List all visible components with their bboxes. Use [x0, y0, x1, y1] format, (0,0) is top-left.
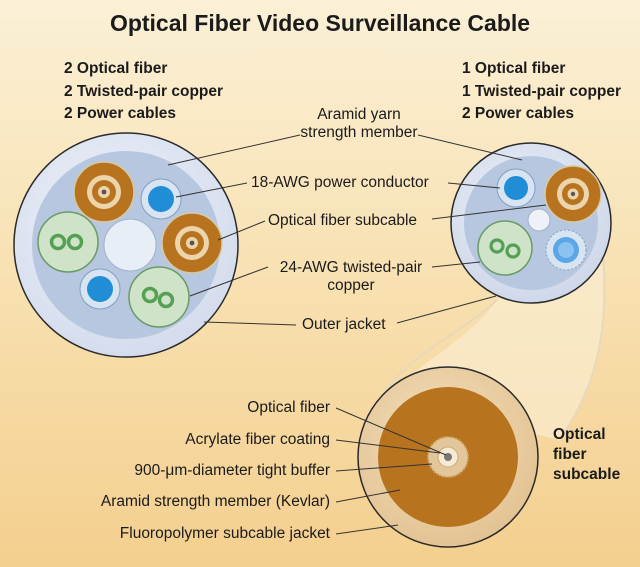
label-twisted-pair: 24-AWG twisted-pair copper	[266, 259, 436, 295]
leader-aramid-right	[417, 134, 523, 161]
left-twisted-pair-2	[128, 266, 190, 328]
left-cable-specs: 2 Optical fiber 2 Twisted-pair copper 2 …	[64, 58, 223, 126]
left-cable	[13, 132, 239, 358]
right-center-member	[527, 208, 551, 232]
diagram-title: Optical Fiber Video Surveillance Cable	[109, 10, 531, 36]
leader-twisted-right	[431, 261, 481, 268]
label-twisted-pair-line2: copper	[327, 277, 375, 294]
leader-power-right	[447, 182, 501, 189]
leader-tight-buffer	[335, 463, 433, 472]
label-optical-fiber: Optical fiber	[247, 399, 330, 416]
left-spec-copper: 2 Twisted-pair copper	[64, 82, 224, 100]
right-twisted-pair	[477, 220, 533, 276]
subcable-title: Optical fiber subcable	[553, 425, 620, 485]
subcable-buffer-ring	[427, 436, 469, 478]
right-spec-fiber: 1 Optical fiber	[462, 60, 566, 77]
label-aramid-kevlar: Aramid strength member (Kevlar)	[100, 493, 330, 510]
label-twisted-pair-line1: 24-AWG twisted-pair	[279, 259, 423, 276]
label-aramid-yarn-line2: strength member	[300, 124, 418, 141]
right-spec-copper: 1 Twisted-pair copper	[462, 82, 622, 100]
left-fiber-subcable-2	[161, 212, 223, 274]
label-aramid-yarn-line1: Aramid yarn	[317, 106, 401, 123]
magnifier-edge-left	[377, 299, 498, 403]
leader-aramid-kevlar	[335, 489, 401, 503]
left-fiber-subcable-1	[73, 161, 135, 223]
label-acrylate-coating: Acrylate fiber coating	[185, 431, 330, 448]
label-aramid-yarn: Aramid yarn strength member	[284, 106, 434, 142]
subcable-title-line2: fiber	[553, 446, 587, 463]
leader-lines	[167, 134, 547, 535]
label-power-conductor: 18-AWG power conductor	[251, 174, 429, 191]
right-power-conductor-1	[496, 168, 536, 208]
label-subcable-jacket: Fluoropolymer subcable jacket	[119, 525, 330, 542]
label-fiber-subcable: Optical fiber subcable	[268, 212, 418, 229]
left-twisted-pair-1	[37, 211, 99, 273]
leader-aramid-left	[167, 134, 301, 166]
right-spec-power: 2 Power cables	[462, 105, 575, 122]
left-power-conductor-2	[79, 268, 121, 310]
label-tight-buffer: 900-μm-diameter tight buffer	[134, 462, 330, 479]
leader-subcable-left	[217, 220, 266, 241]
leader-optical-fiber	[335, 407, 447, 456]
left-center-member	[103, 218, 157, 272]
subcable-title-line1: Optical	[553, 426, 606, 443]
leader-jacket-left	[203, 321, 297, 326]
leader-twisted-left	[189, 266, 269, 297]
label-outer-jacket: Outer jacket	[302, 316, 386, 333]
left-spec-power: 2 Power cables	[64, 105, 177, 122]
subcable-title-line3: subcable	[553, 466, 621, 483]
left-power-conductor-1	[140, 178, 182, 220]
leader-subcable-right	[431, 204, 547, 220]
leader-jacket-right	[396, 295, 497, 324]
left-spec-fiber: 2 Optical fiber	[64, 60, 168, 77]
leader-power-left	[175, 182, 248, 198]
leader-acrylate-coating	[335, 439, 441, 454]
leader-subcable-jacket	[335, 524, 399, 535]
subcable-enlargement	[357, 366, 539, 548]
right-cable	[450, 142, 612, 304]
right-fiber-subcable	[544, 165, 602, 223]
right-power-conductor-2	[545, 229, 587, 271]
right-cable-specs: 1 Optical fiber 1 Twisted-pair copper 2 …	[462, 58, 621, 126]
